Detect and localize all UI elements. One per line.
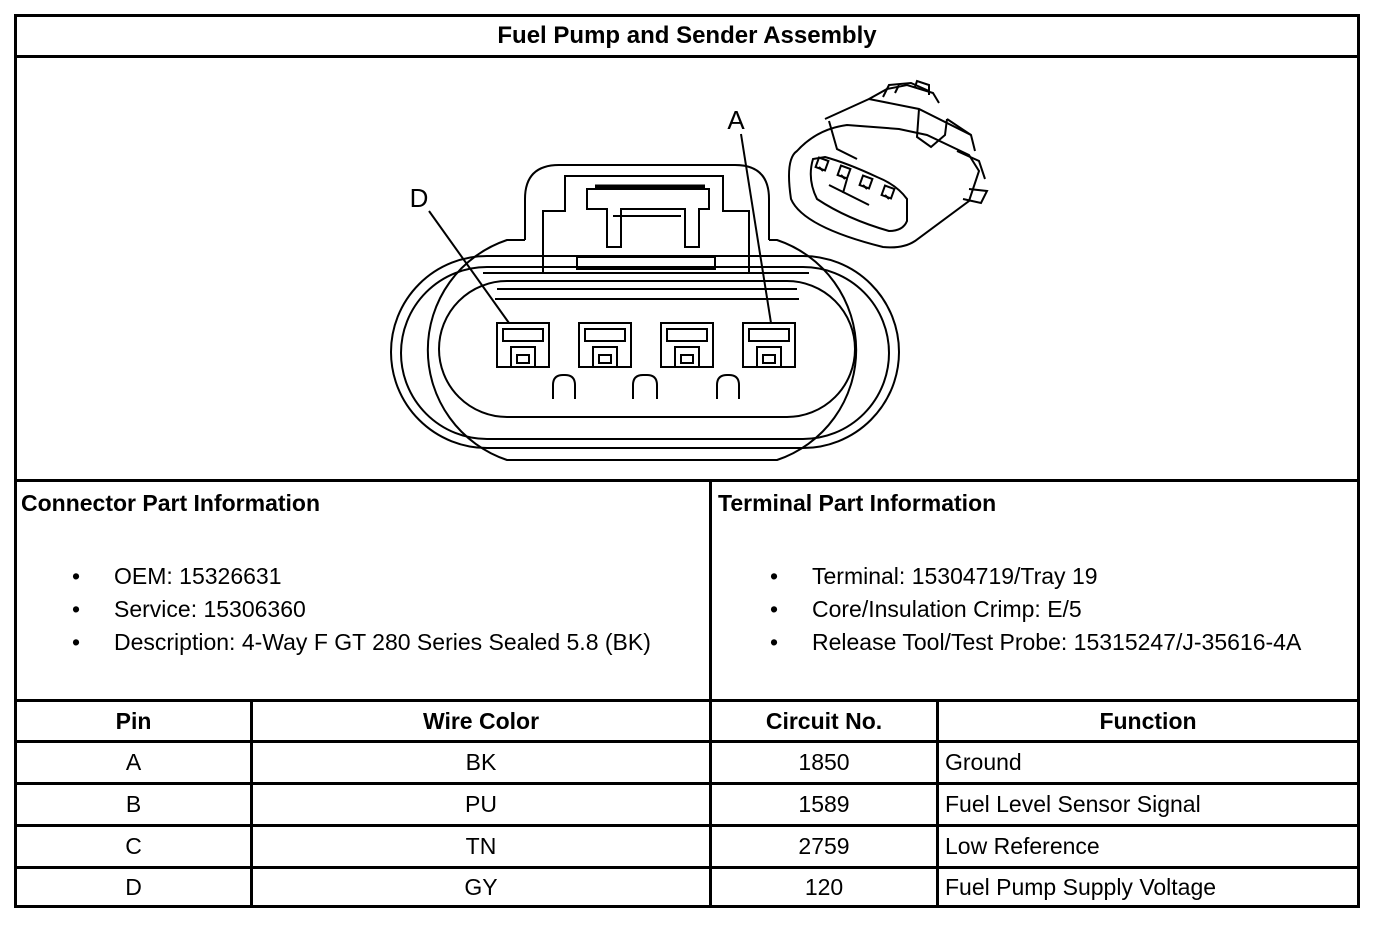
bullet-icon: • [769, 563, 779, 589]
connector-drawing: D A [390, 79, 989, 461]
pin-cell: A [125, 749, 142, 775]
divider-info [14, 699, 1360, 702]
divider-info-middle [709, 479, 712, 908]
wire-color-cell: BK [465, 749, 497, 775]
page-title: Fuel Pump and Sender Assembly [497, 22, 877, 49]
terminal-release-tool: Release Tool/Test Probe: 15315247/J-3561… [812, 629, 1302, 655]
pin-label-a: A [727, 105, 745, 135]
terminal-number: Terminal: 15304719/Tray 19 [812, 563, 1098, 589]
divider-col-pin [250, 699, 253, 908]
pin-cell: D [125, 873, 142, 900]
cavity-c [578, 322, 632, 368]
function-cell: Fuel Pump Supply Voltage [945, 873, 1217, 900]
function-cell: Low Reference [945, 833, 1100, 859]
divider-col-circuit [936, 699, 939, 908]
list-item: • Terminal: 15304719/Tray 19 [764, 560, 1301, 593]
col-header-pin: Pin [115, 707, 152, 734]
circuit-cell: 2759 [798, 833, 850, 859]
connector-info-heading: Connector Part Information [21, 490, 321, 516]
bullet-icon: • [71, 563, 81, 589]
outer-frame [14, 14, 1360, 908]
leader-line-a [740, 133, 772, 324]
circuit-cell: 120 [804, 873, 844, 900]
divider-table-header [14, 740, 1360, 743]
pin-cell: B [125, 791, 142, 817]
terminal-info-list: • Terminal: 15304719/Tray 19 • Core/Insula… [764, 560, 1301, 659]
terminal-crimp: Core/Insulation Crimp: E/5 [812, 596, 1082, 622]
wire-color-cell: GY [464, 873, 498, 900]
divider-title [14, 55, 1360, 58]
col-header-circuit: Circuit No. [765, 707, 883, 734]
list-item: • Release Tool/Test Probe: 15315247/J-356… [764, 626, 1301, 659]
bullet-icon: • [71, 596, 81, 622]
cavity-a [742, 322, 796, 368]
function-cell: Ground [945, 749, 1022, 775]
col-header-wire-color: Wire Color [422, 707, 540, 734]
divider-row-1 [14, 782, 1360, 785]
list-item: • Core/Insulation Crimp: E/5 [764, 593, 1301, 626]
wire-color-cell: PU [465, 791, 497, 817]
divider-row-3 [14, 866, 1360, 869]
circuit-cell: 1589 [798, 791, 850, 817]
connector-diagram: D A [17, 59, 1357, 479]
bullet-icon: • [71, 629, 81, 655]
connector-description: Description: 4-Way F GT 280 Series Seale… [114, 629, 651, 655]
connector-oem: OEM: 15326631 [114, 563, 282, 589]
function-cell: Fuel Level Sensor Signal [945, 791, 1201, 817]
list-item: • OEM: 15326631 [66, 560, 651, 593]
circuit-cell: 1850 [798, 749, 850, 775]
pin-cell: C [125, 833, 142, 859]
col-header-function: Function [1099, 707, 1197, 734]
pin-label-d: D [410, 183, 429, 213]
bullet-icon: • [769, 596, 779, 622]
list-item: • Description: 4-Way F GT 280 Series Seal… [66, 626, 651, 659]
list-item: • Service: 15306360 [66, 593, 651, 626]
connector-isometric [788, 79, 989, 249]
divider-diagram [14, 479, 1360, 482]
divider-row-2 [14, 824, 1360, 827]
terminal-info-heading: Terminal Part Information [718, 490, 997, 516]
bullet-icon: • [769, 629, 779, 655]
connector-info-list: • OEM: 15326631 • Service: 15306360 • Descr… [66, 560, 651, 659]
cavity-b [660, 322, 714, 368]
leader-line-d [428, 210, 510, 324]
wire-color-cell: TN [465, 833, 497, 859]
connector-service: Service: 15306360 [114, 596, 306, 622]
cavity-d [496, 322, 550, 368]
